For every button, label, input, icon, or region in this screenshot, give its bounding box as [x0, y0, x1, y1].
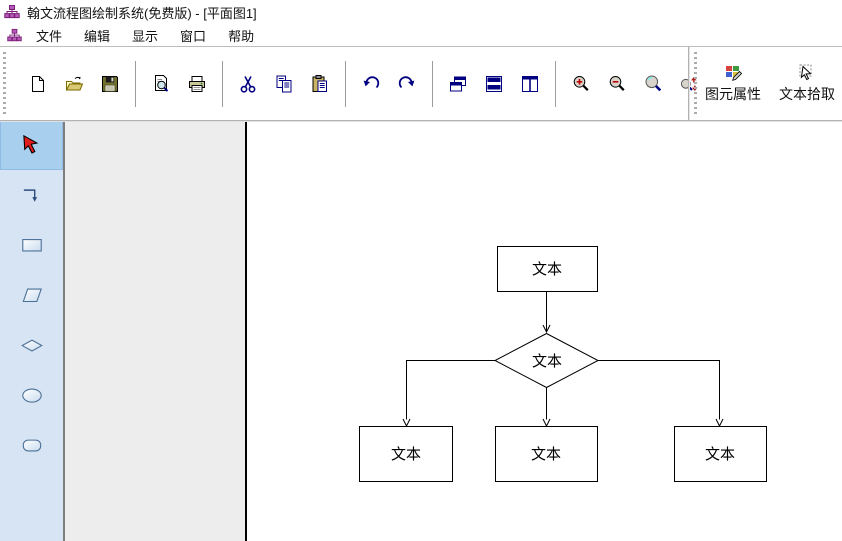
- arrowhead-icon: [402, 418, 411, 428]
- rectangle-tool[interactable]: [0, 220, 63, 270]
- toolbar-separator: [345, 60, 346, 107]
- copy-button[interactable]: [271, 71, 297, 97]
- flowchart-node-rectangle-top[interactable]: [497, 246, 598, 292]
- flowchart-node-rectangle-left[interactable]: [359, 426, 453, 482]
- element-properties-icon: [725, 65, 742, 81]
- parallelogram-tool-icon: [22, 288, 42, 303]
- toolbar-separator: [135, 60, 136, 107]
- paste-button[interactable]: [307, 71, 333, 97]
- rectangle-tool-icon: [21, 239, 42, 252]
- redo-arrow-icon: [398, 75, 415, 88]
- menu-file[interactable]: 文件: [36, 28, 63, 44]
- drawing-page[interactable]: 文本 文本 文本 文本 文本: [245, 120, 842, 541]
- print-preview-button[interactable]: [148, 71, 174, 97]
- toolbar-grip[interactable]: [3, 52, 6, 115]
- new-icon: [32, 75, 44, 92]
- node-label: 文本: [705, 446, 735, 463]
- magnifier-icon: [645, 75, 662, 91]
- flowchart-connector[interactable]: [598, 360, 720, 420]
- toolbar-separator: [688, 47, 690, 120]
- cascade-windows-icon: [450, 76, 466, 91]
- diamond-tool[interactable]: [0, 320, 63, 370]
- open-folder-icon: [65, 76, 84, 90]
- tile-vertical-icon: [522, 75, 538, 92]
- ellipse-tool[interactable]: [0, 370, 63, 420]
- tile-vertical-button[interactable]: [517, 71, 543, 97]
- content-area: 文本 文本 文本 文本 文本: [0, 120, 842, 541]
- connector-tool[interactable]: [0, 170, 63, 220]
- zoom-in-icon: [573, 75, 589, 91]
- text-pickup-button[interactable]: 文本拾取: [774, 56, 840, 112]
- node-label: 文本: [532, 261, 562, 278]
- select-arrow-icon: [22, 134, 38, 154]
- toolbar-buttons: [20, 47, 707, 120]
- ellipse-tool-icon: [21, 388, 42, 403]
- floppy-save-icon: [102, 75, 118, 92]
- parallelogram-tool[interactable]: [0, 270, 63, 320]
- paste-icon: [312, 74, 327, 92]
- diamond-tool-icon: [20, 339, 43, 352]
- undo-button[interactable]: [358, 71, 384, 97]
- org-chart-icon: [4, 5, 20, 19]
- arrowhead-icon: [542, 418, 551, 428]
- flowchart-node-rectangle-middle[interactable]: [495, 426, 598, 482]
- save-button[interactable]: [97, 71, 123, 97]
- flowchart: 文本 文本 文本 文本 文本: [359, 246, 767, 482]
- print-preview-icon: [155, 74, 169, 92]
- text-pickup-icon: [799, 64, 812, 80]
- scissors-icon: [240, 75, 256, 93]
- cascade-windows-button[interactable]: [445, 71, 471, 97]
- undo-arrow-icon: [363, 75, 380, 88]
- element-properties-label: 图元属性: [705, 85, 761, 102]
- connector-icon: [23, 189, 37, 202]
- toolbar-separator: [432, 60, 433, 107]
- printer-icon: [189, 75, 205, 92]
- menu-edit[interactable]: 编辑: [84, 28, 111, 44]
- menu-bar: 文件 编辑 显示 窗口 帮助: [0, 24, 842, 47]
- arrowhead-icon: [542, 324, 551, 334]
- tool-palette: [0, 120, 63, 541]
- rounded-rectangle-tool[interactable]: [0, 420, 63, 470]
- org-chart-icon: [7, 28, 22, 41]
- flowchart-node-rectangle-right[interactable]: [674, 426, 767, 482]
- content-top-border: [0, 120, 842, 122]
- zoom-in-button[interactable]: [568, 71, 594, 97]
- element-properties-button[interactable]: 图元属性: [700, 56, 766, 112]
- zoom-out-icon: [609, 75, 625, 91]
- canvas-margin: [63, 120, 245, 541]
- menu-window[interactable]: 窗口: [180, 28, 207, 44]
- rounded-rectangle-tool-icon: [22, 439, 41, 452]
- select-tool[interactable]: [0, 120, 63, 170]
- node-label: 文本: [532, 353, 562, 370]
- arrowhead-icon: [715, 418, 724, 428]
- copy-icon: [276, 75, 292, 92]
- print-button[interactable]: [184, 71, 210, 97]
- tile-horizontal-button[interactable]: [481, 71, 507, 97]
- zoom-out-button[interactable]: [604, 71, 630, 97]
- zoom-button[interactable]: [640, 71, 666, 97]
- toolbar-separator: [222, 60, 223, 107]
- cut-button[interactable]: [235, 71, 261, 97]
- node-label: 文本: [531, 446, 561, 463]
- flowchart-connector[interactable]: [406, 360, 496, 420]
- menu-view[interactable]: 显示: [132, 28, 159, 44]
- window-title: 翰文流程图绘制系统(免费版) - [平面图1]: [27, 5, 257, 21]
- redo-button[interactable]: [394, 71, 420, 97]
- title-bar: 翰文流程图绘制系统(免费版) - [平面图1]: [0, 0, 842, 24]
- toolbar-separator: [555, 60, 556, 107]
- open-button[interactable]: [61, 71, 87, 97]
- tile-horizontal-icon: [486, 75, 502, 92]
- menu-help[interactable]: 帮助: [228, 28, 255, 44]
- toolbar-right-group: 图元属性 文本拾取: [700, 47, 842, 120]
- text-pickup-label: 文本拾取: [779, 85, 835, 102]
- new-button[interactable]: [25, 71, 51, 97]
- toolbar-grip[interactable]: [694, 52, 697, 115]
- toolbar: 图元属性 文本拾取: [0, 47, 842, 120]
- node-label: 文本: [391, 446, 421, 463]
